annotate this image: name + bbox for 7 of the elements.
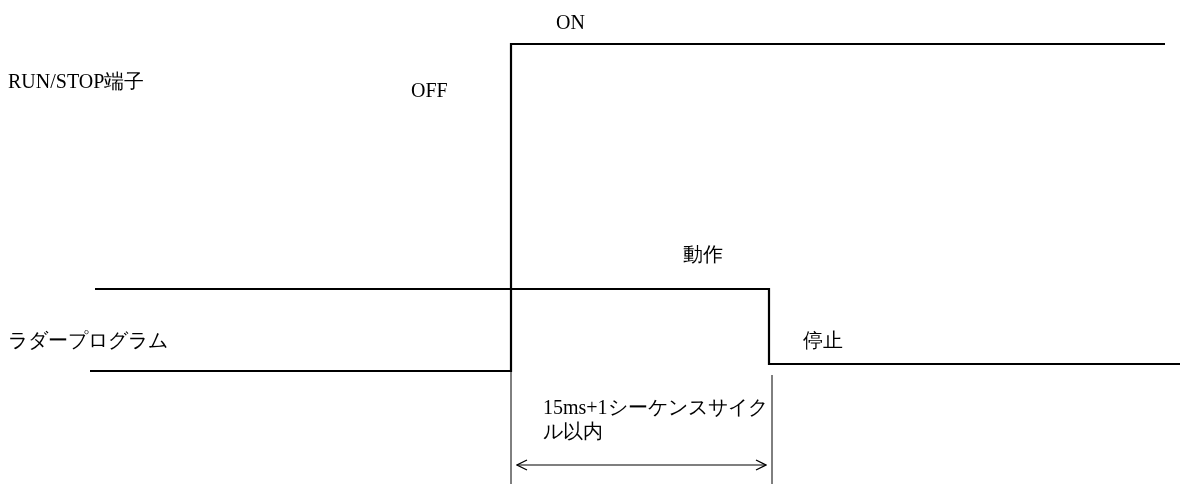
signal-name: ラダープログラム — [8, 328, 168, 352]
state-label: 停止 — [803, 328, 843, 352]
timing-note: 15ms+1シーケンスサイクル以内 — [543, 395, 768, 443]
state-label: ON — [556, 10, 585, 34]
state-label: OFF — [411, 78, 448, 102]
signal-name: RUN/STOP端子 — [8, 69, 145, 93]
state-label: 動作 — [683, 242, 723, 266]
